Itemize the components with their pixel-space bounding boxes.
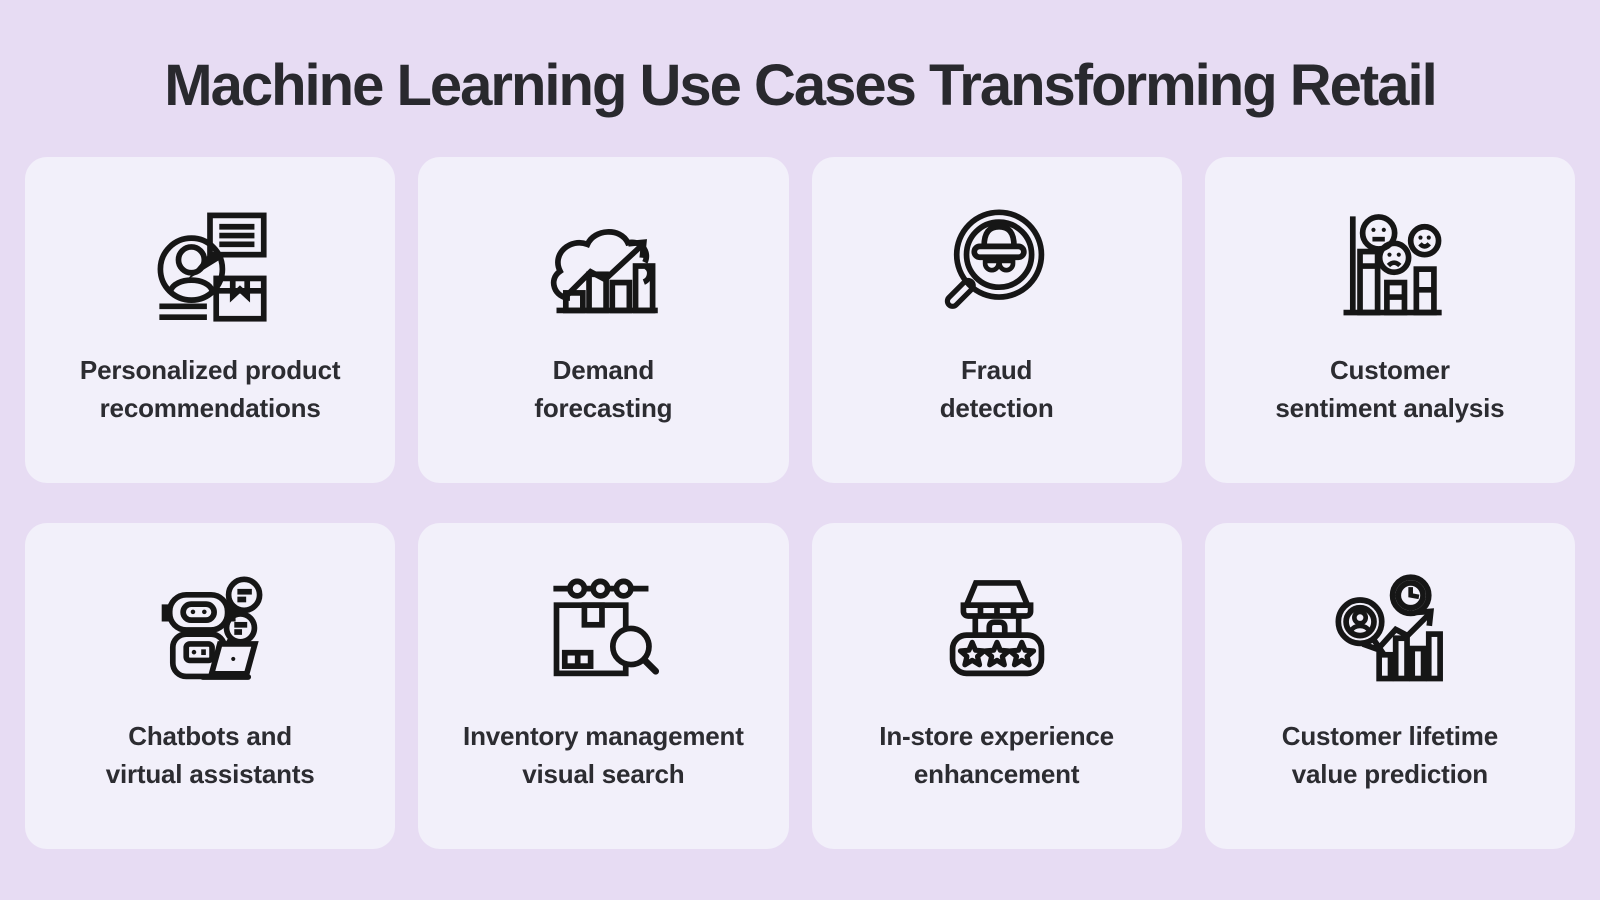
card-label: Inventory management visual search [463,721,744,789]
card-personalized-product-recommendations: Personalized product recommendations [25,157,396,483]
icon-wrap [935,203,1059,327]
infographic-page: Machine Learning Use Cases Transforming … [0,0,1600,849]
card-customer-lifetime-value-prediction: Customer lifetime value prediction [1204,523,1575,849]
robot-chat-laptop-icon [161,576,263,680]
storefront-rating-stars-icon [949,580,1044,677]
card-label: Customer sentiment analysis [1275,355,1505,423]
card-inventory-management-visual-search: Inventory management visual search [418,523,789,849]
icon-wrap [1328,569,1452,693]
person-chat-package-icon [157,212,267,322]
customer-clock-growth-chart-icon [1335,574,1443,682]
icon-wrap [148,203,272,327]
cloud-bar-chart-arrow-icon [551,229,659,314]
card-demand-forecasting: Demand forecasting [418,157,789,483]
icon-wrap [1328,203,1452,327]
card-label: Chatbots and virtual assistants [105,721,315,789]
icon-wrap [148,569,272,693]
card-fraud-detection: Fraud detection [811,157,1182,483]
card-label: Fraud detection [939,355,1054,423]
header: Machine Learning Use Cases Transforming … [0,0,1600,122]
card-in-store-experience-enhancement: In-store experience enhancement [811,523,1182,849]
cards-grid: Personalized product recommendations [0,157,1600,849]
card-label: Demand forecasting [534,355,673,423]
card-label: In-store experience enhancement [879,721,1114,789]
sentiment-faces-bar-chart-icon [1343,214,1442,316]
card-customer-sentiment-analysis: Customer sentiment analysis [1204,157,1575,483]
icon-wrap [541,203,665,327]
page-title: Machine Learning Use Cases Transforming … [164,53,1437,118]
card-label: Customer lifetime value prediction [1281,721,1498,789]
icon-wrap [541,569,665,693]
card-chatbots-virtual-assistants: Chatbots and virtual assistants [25,523,396,849]
spy-magnifier-icon [944,209,1044,309]
package-magnifier-conveyor-icon [553,578,660,677]
card-label: Personalized product recommendations [79,355,341,423]
icon-wrap [935,569,1059,693]
